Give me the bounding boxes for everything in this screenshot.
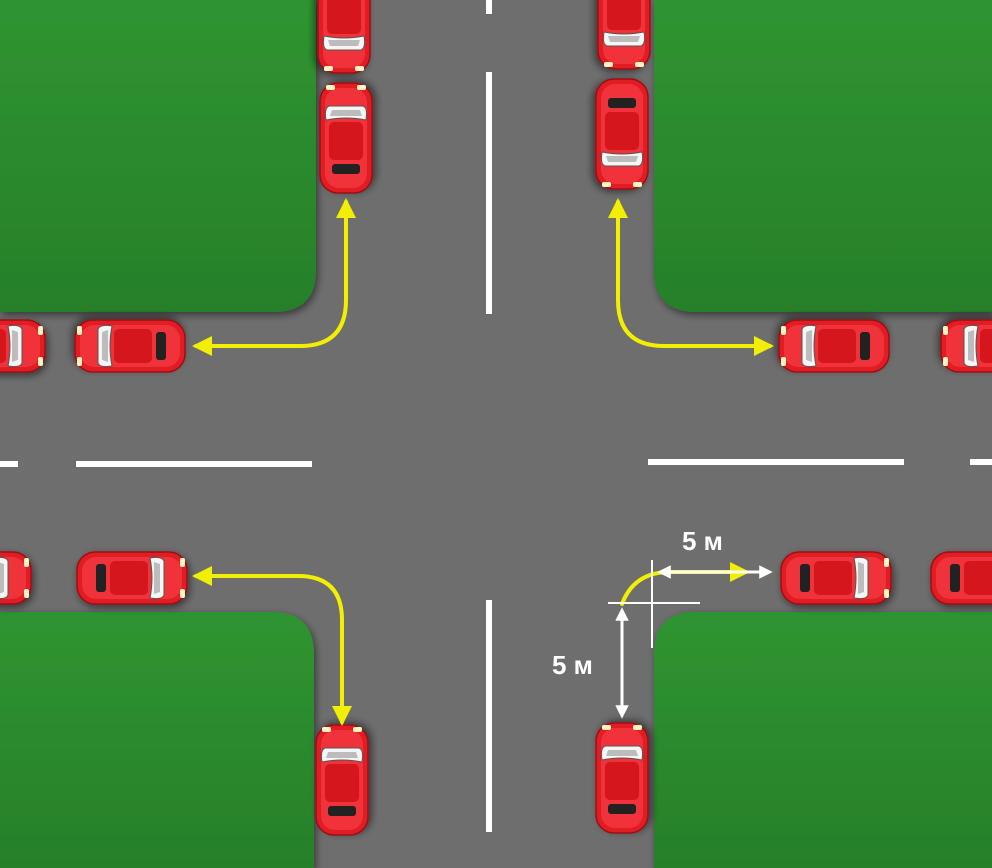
corner-reference-lines [608,560,700,648]
distance-label-vertical: 5 м [552,650,593,680]
car-left-lower-2 [76,551,188,605]
grass-block-bottom-left [0,612,314,868]
car-top-left-2 [319,82,373,194]
car-bottom-right-1 [595,722,649,834]
car-top-left-1 [317,0,371,74]
car-right-upper-1 [778,319,890,373]
grass-block-top-left [0,0,316,312]
car-right-lower-2 [930,551,992,605]
grass-block-top-right [654,0,992,312]
lane-markings [0,0,992,832]
yellow-arrow-top-right [608,198,774,356]
distance-label-horizontal: 5 м [682,526,723,556]
car-top-right-1 [597,0,651,70]
car-bottom-left-1 [315,724,369,836]
car-top-right-2 [595,78,649,190]
car-right-lower-1 [780,551,892,605]
yellow-arrow-top-left [192,198,356,356]
car-left-lower-1 [0,551,32,605]
yellow-arrow-bottom-left [192,566,352,726]
grass-block-bottom-right [654,612,992,868]
car-left-upper-2 [74,319,186,373]
car-left-upper-1 [0,319,46,373]
car-right-upper-2 [940,319,992,373]
